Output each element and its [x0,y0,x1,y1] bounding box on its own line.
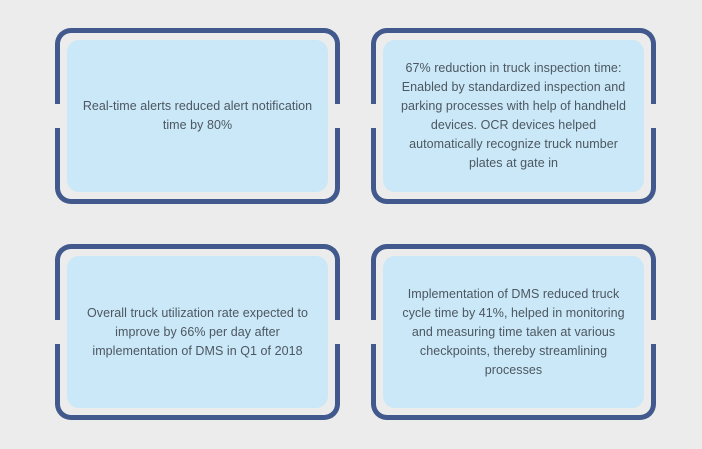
card-alerts[interactable]: Real-time alerts reduced alert notificat… [55,28,340,204]
card-utilization[interactable]: Overall truck utilization rate expected … [55,244,340,420]
card-text: Overall truck utilization rate expected … [87,305,308,358]
card-panel: 67% reduction in truck inspection time: … [383,40,644,192]
card-text: Implementation of DMS reduced truck cycl… [402,286,625,377]
card-text: Real-time alerts reduced alert notificat… [82,99,313,132]
card-inspection[interactable]: 67% reduction in truck inspection time: … [371,28,656,204]
card-panel: Overall truck utilization rate expected … [67,256,328,408]
card-cycle-time[interactable]: Implementation of DMS reduced truck cycl… [371,244,656,420]
card-panel: Real-time alerts reduced alert notificat… [67,40,328,192]
card-panel: Implementation of DMS reduced truck cycl… [383,256,644,408]
card-text: 67% reduction in truck inspection time: … [400,61,626,170]
